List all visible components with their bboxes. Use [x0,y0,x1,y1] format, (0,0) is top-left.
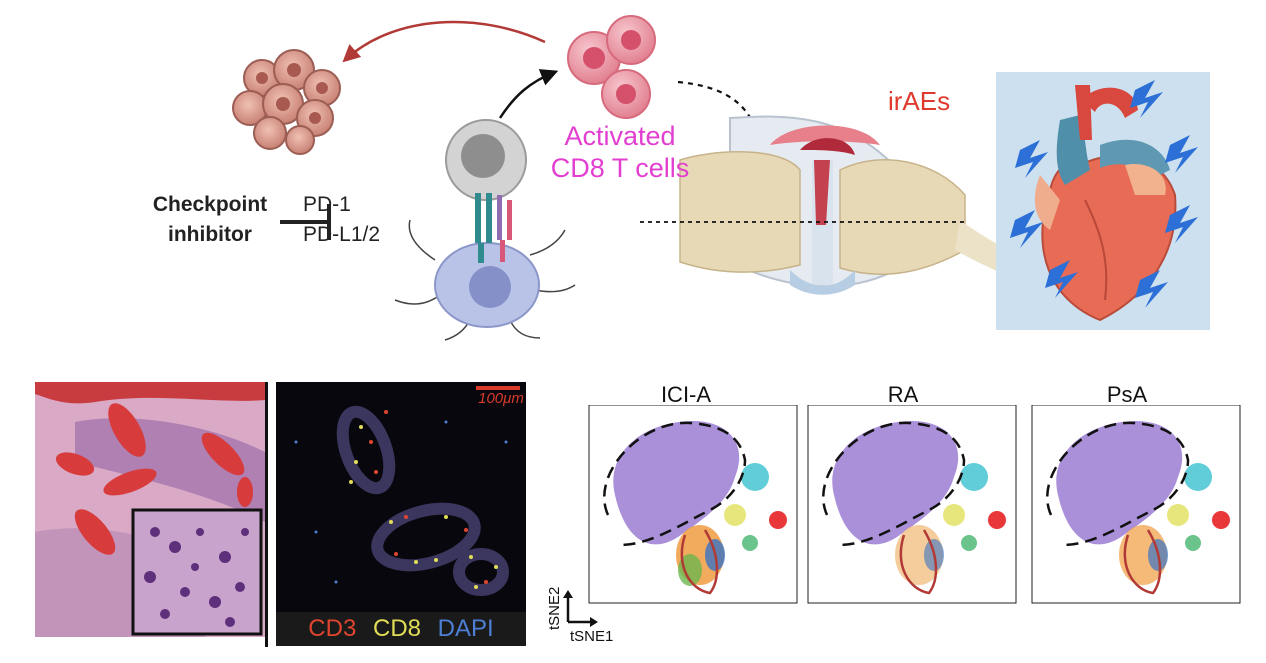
t-cell-apc-illustration [394,119,576,341]
heart-illustration [996,72,1210,330]
schematic-canvas [232,15,1210,341]
scale-bar [476,386,520,390]
immunofluorescence-image [276,382,526,614]
scale-bar-label: 100μm [478,390,524,407]
tsne-title-ra: RA [887,382,919,407]
tsne-panel-ra [807,405,1017,604]
tsne-title-psa: PsA [1106,382,1148,407]
tsne-x-axis-label: tSNE1 [570,628,614,645]
pd1-label: PD-1 [303,193,351,216]
tumor-cells-illustration [232,49,341,155]
checkpoint-inhibitor-label: Checkpoint inhibitor [130,190,290,250]
image-divider [265,382,268,647]
irae-label: irAEs [888,86,951,116]
activated-cd8-label: Activated CD8 T cells [530,120,710,184]
inhibition-symbol [280,204,331,240]
activated-line2: CD8 T cells [550,153,690,183]
channel-dapi: DAPI [437,615,494,642]
activated-t-cells-illustration [567,15,656,119]
tsne-panel-ici-a [588,405,798,604]
tsne-plots [588,405,1241,604]
checkpoint-line1: Checkpoint [152,193,268,216]
checkpoint-line2: inhibitor [168,223,252,246]
activated-line1: Activated [564,121,676,151]
channel-cd3: CD3 [308,615,357,642]
tsne-title-ici-a: ICI-A [660,382,712,407]
channel-legend: CD3 CD8 DAPI [276,612,526,646]
tsne-panel-psa [1031,405,1241,604]
pdl-label: PD-L1/2 [303,223,381,246]
tsne-axis-indicator [563,590,598,627]
activation-arrow [498,69,559,119]
channel-cd8: CD8 [372,615,421,642]
migration-arrow [677,80,759,133]
receptor-labels: PD-1 PD-L1/2 [303,190,380,250]
tsne-y-axis-label: tSNE2 [546,586,563,630]
attack-arrow [342,20,546,63]
histology-image [35,382,265,637]
